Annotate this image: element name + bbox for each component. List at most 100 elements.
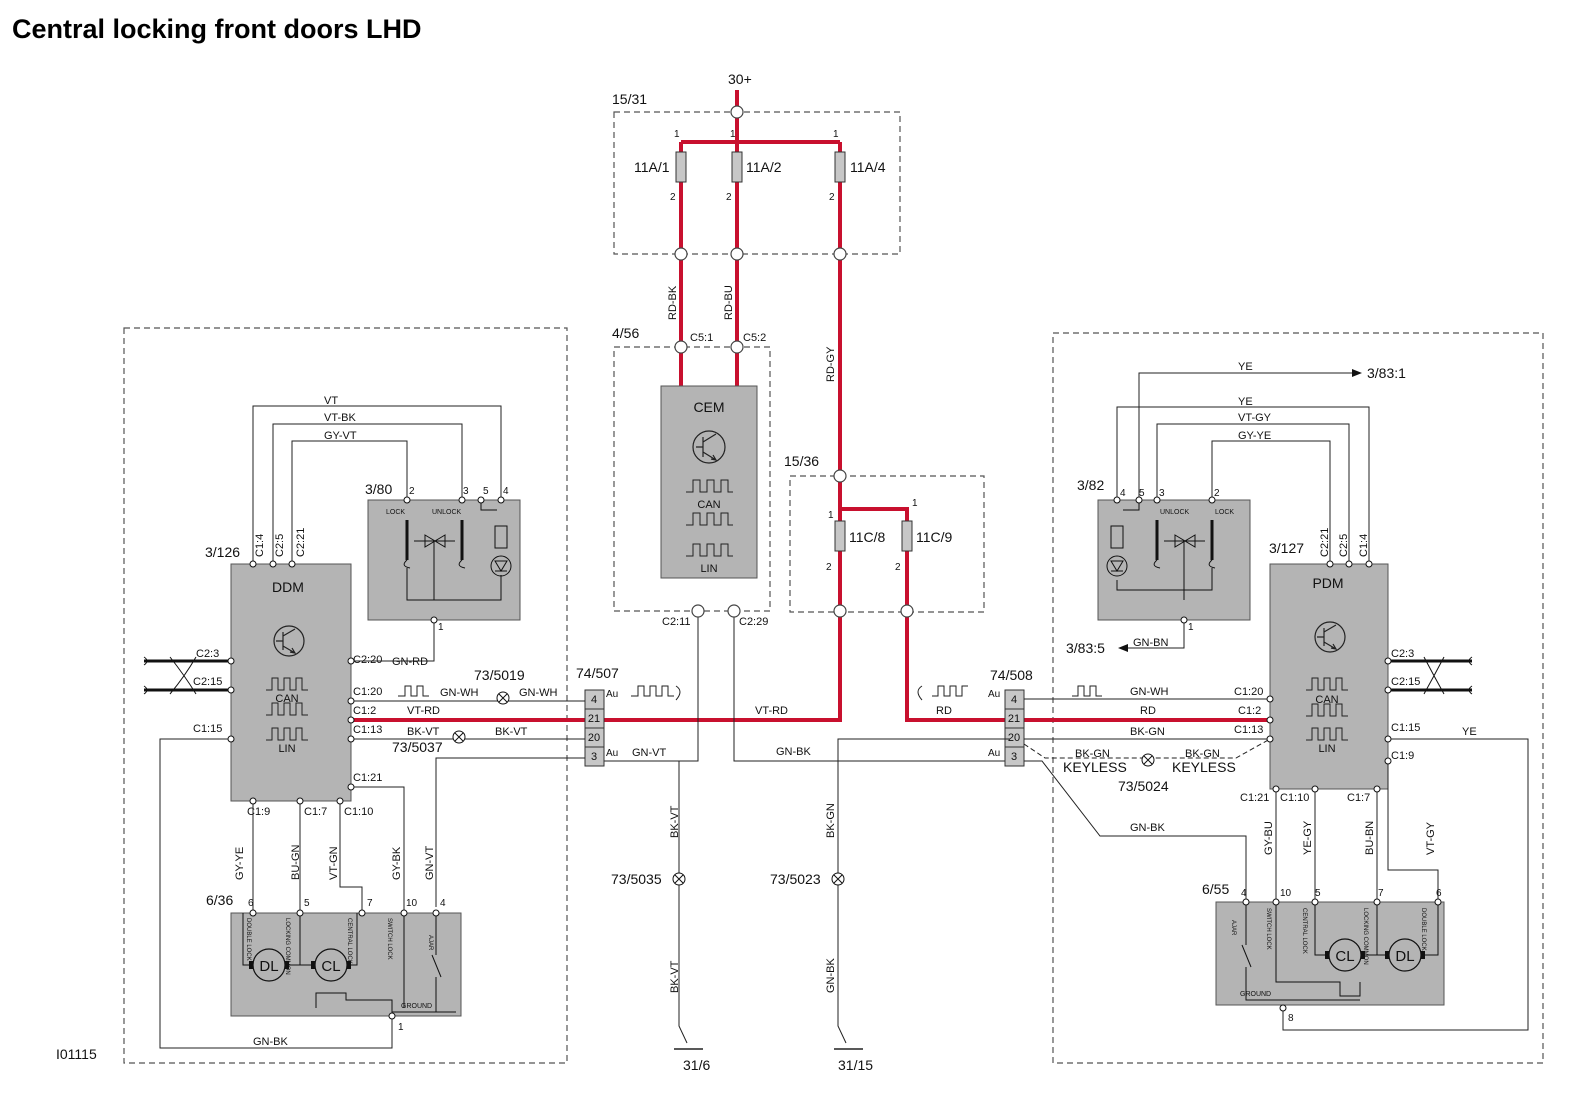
wire-pdm-ye [1116, 406, 1370, 564]
ddm-pin-c2-15: C2:15 [193, 676, 222, 688]
pdm-pin-c2-15: C2:15 [1391, 676, 1420, 688]
ddm-lin-wave [266, 727, 308, 741]
ddm-pin-c1-9: C1:9 [247, 806, 270, 818]
wire-label-gy-bu: GY-BU [1263, 821, 1275, 855]
pdm-pin-c2-3: C2:3 [1391, 648, 1414, 660]
lock-r-cl: CL [1335, 948, 1354, 965]
lock-r-double-text: DOUBLE LOCK [1420, 908, 1426, 951]
fusebox-15-36-outline [789, 475, 985, 613]
pdm-can-wave-1 [1306, 677, 1348, 691]
wire-pdm-vt-gy-lock [1387, 761, 1439, 902]
switch-l-contacts-icon [403, 498, 512, 601]
fuse-11a-2 [731, 151, 743, 183]
c507-au-top: Au [606, 689, 618, 700]
wire-switch-l-gn-rd [351, 620, 435, 662]
switch-r-pin-5: 5 [1139, 488, 1145, 499]
label-30plus: 30+ [728, 71, 752, 87]
ddm-pin-c1-4: C1:4 [254, 534, 266, 557]
pdm-module [1269, 563, 1389, 790]
wire-gn-bk-center: GN-BK [776, 746, 812, 758]
c508-wire-break [917, 685, 923, 701]
arrow-3-83-1-icon [1352, 369, 1362, 377]
connector-74-507 [584, 689, 605, 767]
wire-label-gy-bk: GY-BK [391, 846, 403, 880]
lock-r-pin-7: 7 [1378, 888, 1384, 899]
pdm-pin-c2-21: C2:21 [1319, 528, 1331, 557]
c508-pin-3: 3 [1011, 751, 1017, 763]
pdm-ref: 3/127 [1269, 540, 1304, 556]
wire-label-gy-vt-l: GY-VT [324, 430, 357, 442]
pin-dots [227, 496, 1442, 1020]
lock-l-ajar-text: AJAR [427, 935, 433, 951]
splice-73-5019-ref: 73/5019 [474, 667, 525, 683]
connector-74-508-ref: 74/508 [990, 667, 1033, 683]
arrow-3-83-5-icon [1118, 644, 1128, 652]
pin-11a4-2: 2 [829, 192, 835, 203]
ddm-pin-c2-3: C2:3 [196, 648, 219, 660]
lock-r-pin-8: 8 [1288, 1013, 1294, 1024]
switch-l-pin-1: 1 [438, 622, 444, 633]
ddm-lin-signal-wave [398, 685, 429, 697]
pdm-pin-c1-15: C1:15 [1391, 722, 1420, 734]
pdm-lin-signal-wave [1072, 685, 1102, 697]
wire-ddm-gn-vt-lock [435, 757, 585, 907]
c508-pin-4: 4 [1011, 694, 1017, 706]
wire-label-gn-bk-l: GN-BK [253, 1036, 289, 1048]
wire-gn-bk-ddm-ground [159, 738, 393, 1049]
lock-r-common-text: LOCKING COMMON [1362, 908, 1368, 965]
pdm-pin-c2-5: C2:5 [1338, 534, 1350, 557]
lock-r-pin-5: 5 [1315, 888, 1321, 899]
c507-signal-wave [631, 685, 674, 697]
ddm-transistor-icon [273, 625, 305, 657]
ddm-ref: 3/126 [205, 544, 240, 560]
lock-l-central-text: CENTRAL LOCK [346, 918, 352, 964]
cem-pin-c2-11: C2:11 [662, 616, 691, 628]
pin-11c9-1: 1 [912, 498, 918, 509]
pdm-transistor-icon [1314, 621, 1346, 653]
cem-ref: 4/56 [612, 325, 639, 341]
label-fusebox-15-36: 15/36 [784, 453, 819, 469]
wire-label-gy-ye: GY-YE [234, 847, 246, 880]
wire-label-keyless-2: KEYLESS [1172, 759, 1236, 775]
lock-r-central-text: CENTRAL LOCK [1301, 908, 1307, 954]
ddm-pin-c2-5: C2:5 [274, 534, 286, 557]
wire-label-bk-gn-k2: BK-GN [1185, 748, 1220, 760]
splice-73-5035-ref: 73/5035 [611, 871, 662, 887]
pdm-pin-c1-9: C1:9 [1391, 750, 1414, 762]
switch-r-pin-4: 4 [1120, 488, 1126, 499]
lock-r-pin-10: 10 [1280, 888, 1292, 899]
wire-pdm-vt-gy [1156, 423, 1350, 564]
cem-module [660, 385, 758, 579]
wire-cem-gn-bk [733, 611, 1010, 762]
switch-r-pin-3: 3 [1159, 488, 1165, 499]
wire-label-vt-gy-r2: VT-GY [1425, 821, 1437, 855]
ddm-pin-c1-7: C1:7 [304, 806, 327, 818]
lock-l-switch-text: SWITCH LOCK [386, 918, 392, 960]
wire-label-keyless-1: KEYLESS [1063, 759, 1127, 775]
wire-rd-gy: RD-GY [825, 346, 837, 382]
wire-label-bu-gn: BU-GN [290, 845, 302, 881]
pdm-pin-c1-10: C1:10 [1280, 792, 1309, 804]
diagram-title: Central locking front doors LHD [12, 14, 422, 44]
pin-11c8-1: 1 [828, 510, 834, 521]
switch-l-pin-2: 2 [409, 486, 415, 497]
c507-pin-3: 3 [591, 751, 597, 763]
switch-r-lock-text: LOCK [1215, 509, 1234, 516]
wire-label-gn-wh-l2: GN-WH [519, 687, 558, 699]
ddm-pin-c1-2: C1:2 [353, 705, 376, 717]
wire-label-gy-ye-r: GY-YE [1238, 430, 1271, 442]
ddm-pin-c1-21: C1:21 [353, 772, 382, 784]
wire-pdm-ye-ground [1282, 738, 1529, 1031]
c507-pin-21: 21 [588, 713, 600, 725]
c508-au-top: Au [988, 689, 1000, 700]
cem-pin-c5-2: C5:2 [743, 332, 766, 344]
fuse-11c-9 [901, 520, 913, 552]
wire-label-vt-gy-r: VT-GY [1238, 412, 1272, 424]
junction-nodes [674, 105, 914, 618]
pin-11a1-2: 2 [670, 192, 676, 203]
wire-label-bk-vt-l1: BK-VT [407, 726, 440, 738]
label-fusebox-15-31: 15/31 [612, 91, 647, 107]
wire-cem-gn-vt [602, 611, 699, 762]
wire-switch-r-gn-bn [1128, 620, 1185, 649]
